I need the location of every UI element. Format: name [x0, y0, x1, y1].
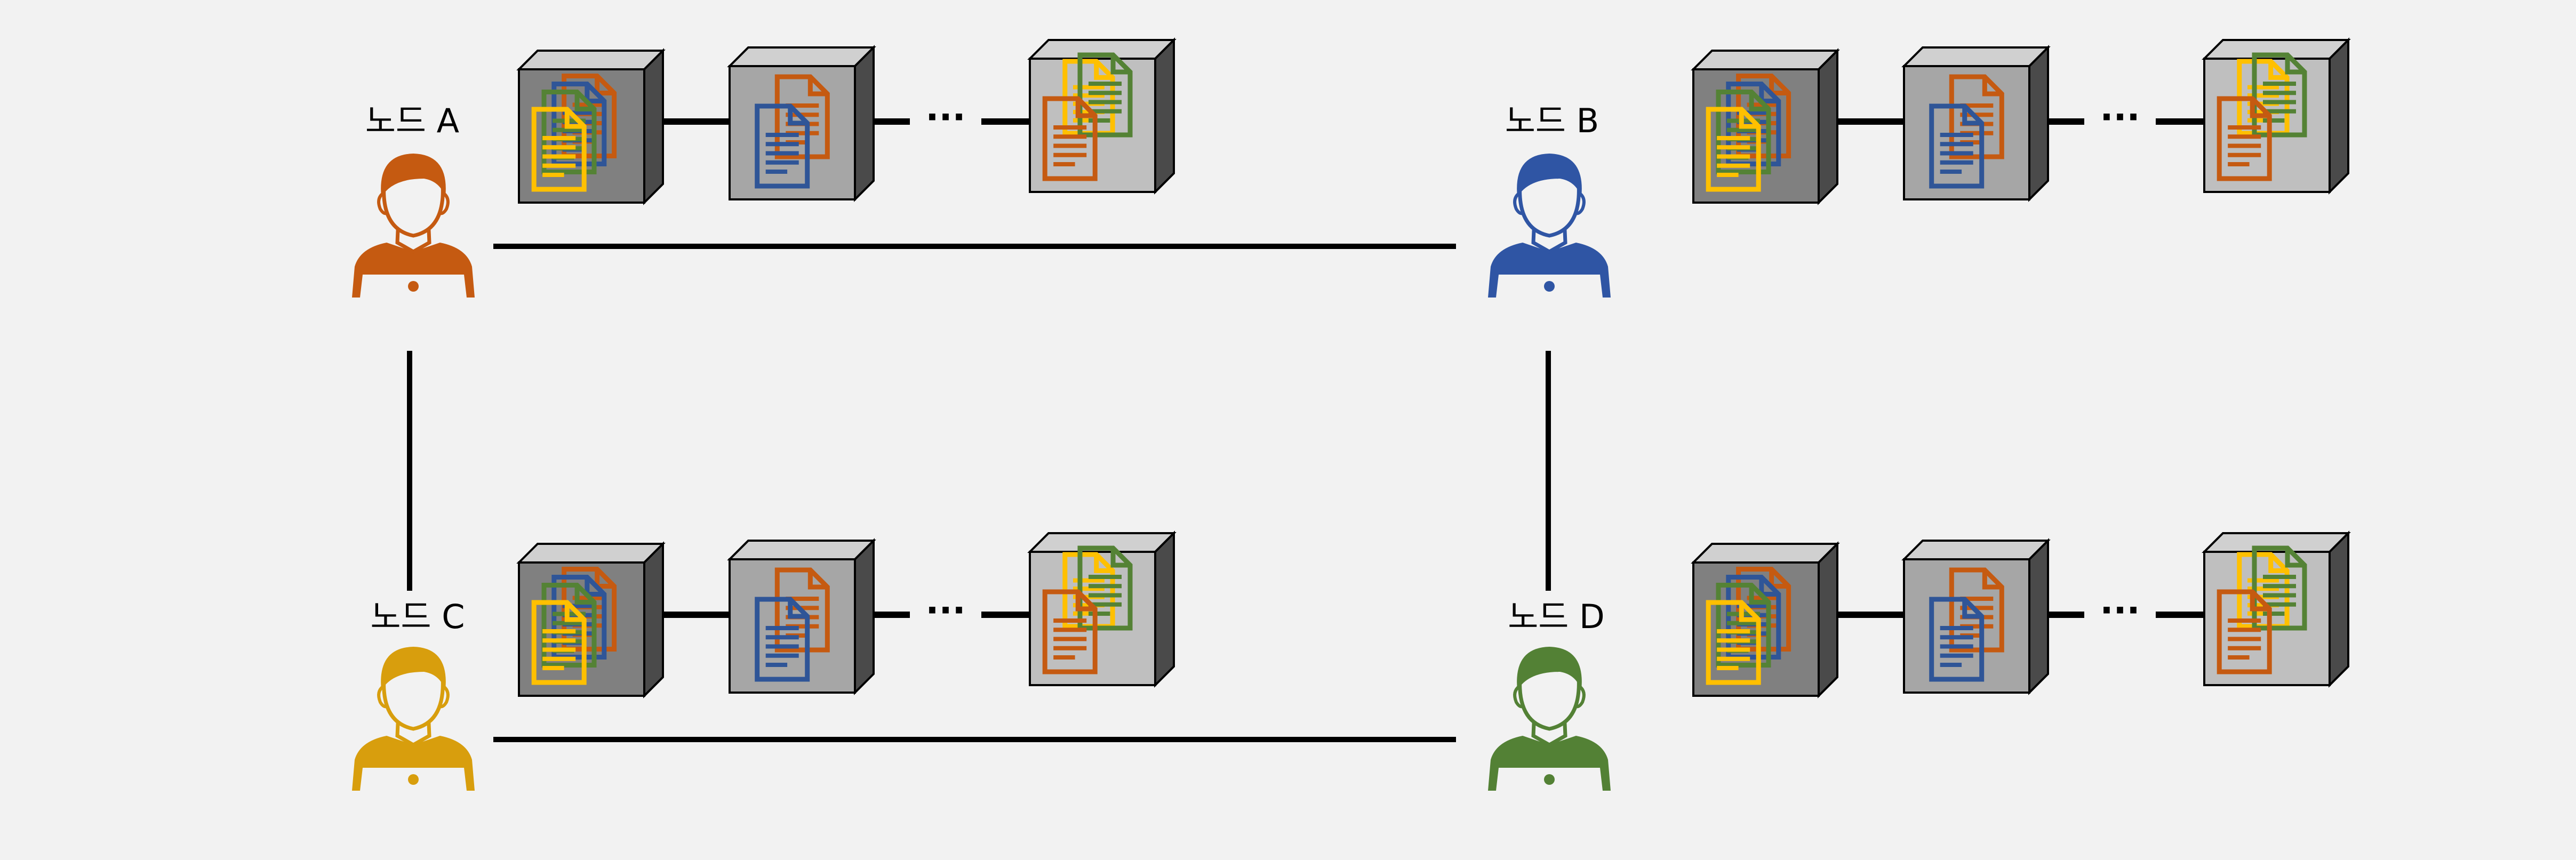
cube-block-icon	[2202, 37, 2351, 195]
chain-ellipsis: ···	[2100, 590, 2140, 631]
node-a-label: 노드 A	[365, 101, 459, 140]
user-computer-icon	[1488, 154, 1611, 298]
cube-block-icon	[516, 48, 666, 205]
blockchains: ··· ··· ··· ···	[516, 37, 2351, 698]
document-icon	[1929, 103, 1985, 189]
cube-block-icon	[2202, 531, 2351, 688]
chain-ellipsis: ···	[925, 590, 965, 631]
node-c-label: 노드 C	[370, 597, 465, 636]
document-icon	[2217, 589, 2272, 674]
node-b-label: 노드 B	[1505, 101, 1599, 140]
document-icon	[1706, 600, 1761, 685]
chain-ellipsis: ···	[925, 97, 965, 138]
document-icon	[2217, 96, 2272, 181]
document-icon	[755, 103, 810, 189]
document-icon	[1929, 597, 1985, 682]
cube-block-icon	[1691, 541, 1840, 698]
blockchain-c: ···	[516, 531, 1177, 698]
cube-block-icon	[727, 538, 876, 695]
document-icon	[1706, 107, 1761, 192]
blockchain-d: ···	[1691, 531, 2351, 698]
user-computer-icon	[1488, 647, 1611, 791]
user-computer-icon	[352, 154, 475, 298]
nodes	[352, 154, 1611, 791]
blockchain-b: ···	[1691, 37, 2351, 205]
document-icon	[1042, 589, 1098, 674]
document-icon	[531, 107, 587, 192]
document-icon	[1042, 96, 1098, 181]
document-icon	[2252, 545, 2307, 631]
document-icon	[531, 600, 587, 685]
network-links	[407, 244, 1551, 742]
chain-ellipsis: ···	[2100, 97, 2140, 138]
cube-block-icon	[1027, 531, 1177, 688]
blockchain-a: ···	[516, 37, 1177, 205]
cube-block-icon	[1691, 48, 1840, 205]
node-d-label: 노드 D	[1508, 597, 1605, 636]
user-computer-icon	[352, 647, 475, 791]
document-icon	[755, 597, 810, 682]
cube-block-icon	[1901, 45, 2051, 202]
cube-block-icon	[1901, 538, 2051, 695]
cube-block-icon	[516, 541, 666, 698]
document-icon	[2252, 52, 2307, 138]
cube-block-icon	[727, 45, 876, 202]
cube-block-icon	[1027, 37, 1177, 195]
